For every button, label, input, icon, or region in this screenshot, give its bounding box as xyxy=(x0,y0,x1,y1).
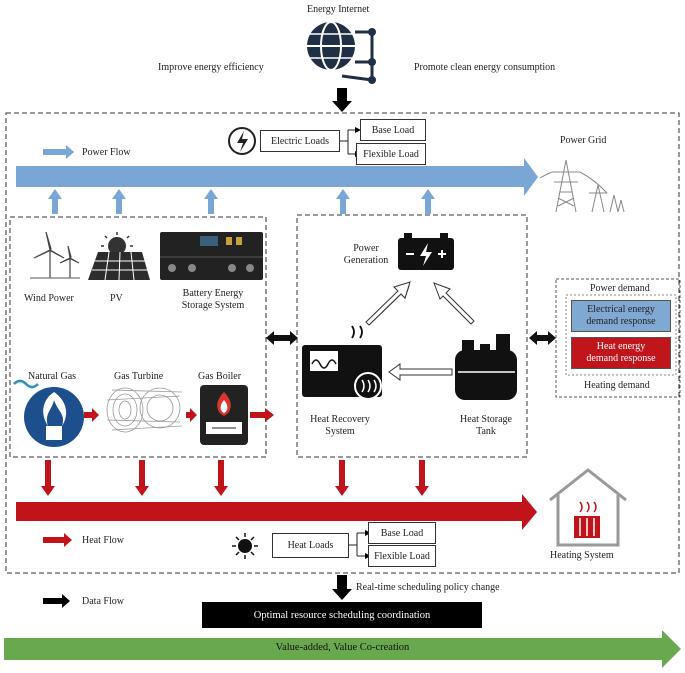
sun-icon xyxy=(232,533,258,559)
data-flow-label: Data Flow xyxy=(82,596,124,607)
power-flow-label: Power Flow xyxy=(82,147,131,158)
power-demand-title: Power demand xyxy=(590,283,650,294)
gas-to-turbine-arrow xyxy=(84,408,99,422)
natural-gas-label: Natural Gas xyxy=(28,371,77,382)
heat-recovery-line2: System xyxy=(325,426,355,437)
heating-demand-label: Heating demand xyxy=(584,380,650,391)
data-flow-legend-arrow xyxy=(43,594,70,608)
gas-boiler-label: Gas Boiler xyxy=(198,371,242,382)
turbine-to-boiler-arrow xyxy=(186,408,197,422)
heat-storage-label: Heat Storage Tank xyxy=(446,414,526,438)
electric-base-load-box: Base Load xyxy=(360,119,426,141)
wind-power-label: Wind Power xyxy=(24,293,74,304)
power-up-arrows xyxy=(48,189,435,214)
heat-response-line2: demand response xyxy=(586,353,656,364)
heat-recovery-label: Heat Recovery System xyxy=(298,414,382,438)
electrical-response-line1: Electrical energy xyxy=(587,304,655,315)
gas-turbine-icon xyxy=(106,387,183,433)
globe-icon xyxy=(307,21,376,84)
gas-boiler-icon xyxy=(200,385,248,445)
heat-recovery-icon xyxy=(302,325,382,400)
power-generation-line2: Generation xyxy=(343,255,389,266)
heat-storage-line2: Tank xyxy=(476,426,496,437)
heat-flow-label: Heat Flow xyxy=(82,535,124,546)
realtime-scheduling-label: Real-time scheduling policy change xyxy=(356,582,500,593)
generation-battery-icon xyxy=(398,233,454,270)
heat-recovery-line1: Heat Recovery xyxy=(310,414,370,425)
heat-storage-line1: Heat Storage xyxy=(460,414,512,425)
heat-flexible-load-box: Flexible Load xyxy=(368,545,436,567)
heating-system-label: Heating System xyxy=(550,550,614,561)
value-cocreation-label: Value-added, Value Co-creation xyxy=(275,642,410,653)
demand-inner xyxy=(565,294,677,376)
globe-down-arrow xyxy=(332,88,352,112)
clean-energy-label: Promote clean energy consumption xyxy=(414,62,556,73)
wind-turbine-icon xyxy=(30,231,80,279)
electric-loads-box: Electric Loads xyxy=(260,130,340,152)
power-generation-label: Power Generation xyxy=(336,243,396,267)
power-grid-label: Power Grid xyxy=(560,135,607,146)
natural-gas-icon xyxy=(13,379,84,447)
optimal-scheduling-banner: Optimal resource scheduling coordination xyxy=(202,602,482,628)
energy-internet-title: Energy Internet xyxy=(307,4,370,15)
electrical-response-line2: demand response xyxy=(586,316,656,327)
heat-demand-response: Heat energy demand response xyxy=(571,337,671,369)
center-hollow-arrows xyxy=(365,281,475,381)
center-demand-double-arrow xyxy=(529,331,556,345)
system-boundary xyxy=(5,112,680,574)
battery-storage-icon xyxy=(160,232,263,280)
heat-bus-arrow xyxy=(16,494,537,530)
sources-center-double-arrow xyxy=(266,331,298,345)
heating-house-icon xyxy=(549,468,627,547)
battery-label-line1: Battery Energy xyxy=(182,288,244,299)
heat-loads-box: Heat Loads xyxy=(272,533,349,558)
sources-group xyxy=(9,216,267,458)
heat-down-arrows xyxy=(41,460,429,496)
power-grid-tower-icon xyxy=(539,159,625,213)
heat-flow-legend-arrow xyxy=(43,533,72,547)
pv-label: PV xyxy=(110,293,123,304)
heat-storage-tank-icon xyxy=(455,334,517,400)
power-bus-arrow xyxy=(16,158,538,196)
electric-icon xyxy=(228,127,256,155)
value-arrow xyxy=(4,630,681,668)
battery-label-line2: Storage System xyxy=(181,300,245,311)
conversion-group xyxy=(296,214,528,458)
heat-response-line1: Heat energy xyxy=(596,341,646,352)
electrical-demand-response: Electrical energy demand response xyxy=(571,300,671,332)
improve-efficiency-label: Improve energy efficiency xyxy=(158,62,264,73)
electric-flexible-load-box: Flexible Load xyxy=(356,143,426,165)
power-generation-line1: Power xyxy=(353,243,379,254)
heat-base-load-box: Base Load xyxy=(368,522,436,544)
battery-label: Battery Energy Storage System xyxy=(168,288,258,312)
gas-turbine-label: Gas Turbine xyxy=(114,371,164,382)
power-flow-legend-arrow xyxy=(43,145,74,159)
boiler-out-arrow xyxy=(250,408,274,422)
schedule-down-arrow xyxy=(332,575,352,600)
pv-panel-icon xyxy=(88,232,150,281)
